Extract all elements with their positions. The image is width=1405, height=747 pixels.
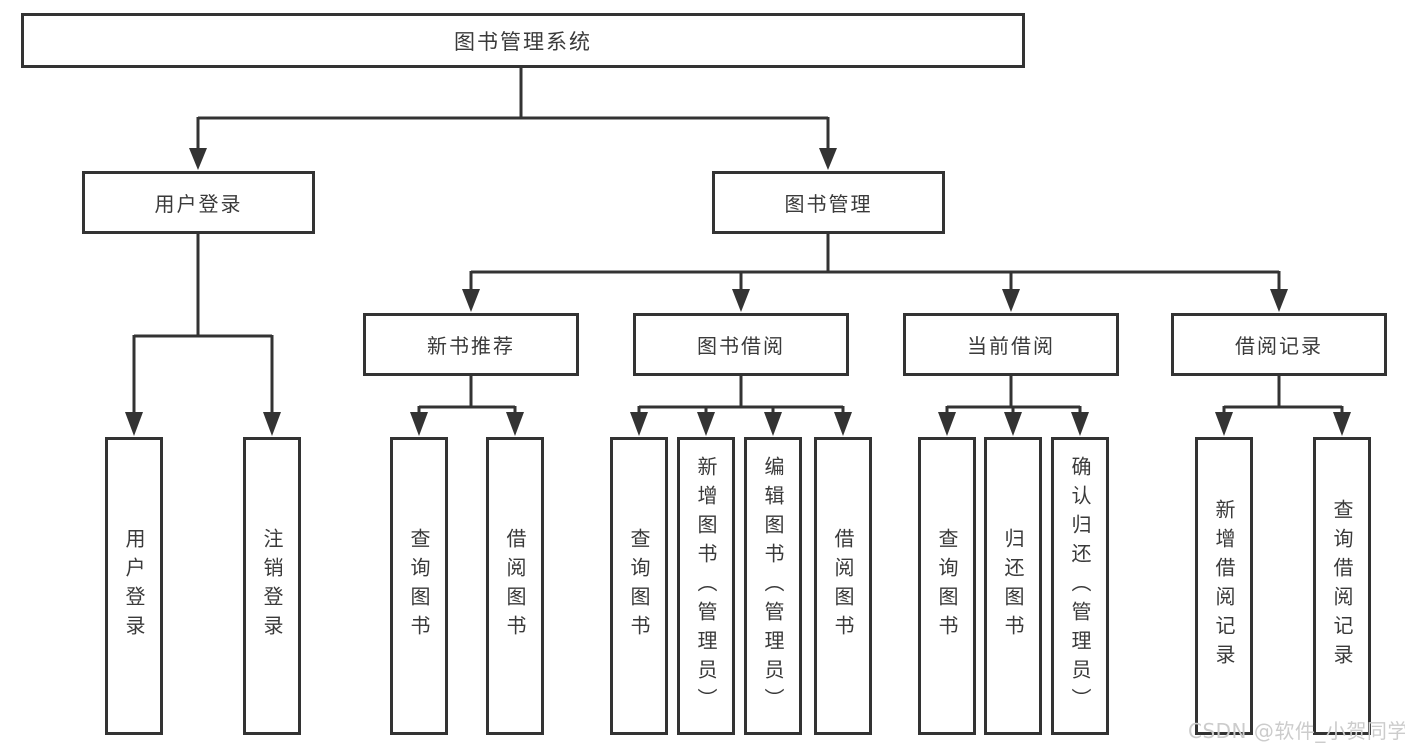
leaf-label: 查询借阅记录: [1330, 499, 1354, 673]
node-root: 图书管理系统: [21, 13, 1025, 68]
node-label: 图书管理系统: [454, 29, 592, 54]
node-book-management: 图书管理: [712, 171, 945, 234]
leaf-user-login: 用户登录: [105, 437, 163, 735]
node-current-borrow: 当前借阅: [903, 313, 1119, 376]
node-book-borrow: 图书借阅: [633, 313, 849, 376]
arrowheads: [125, 148, 1351, 436]
leaf-query-books-borrow: 查询图书: [610, 437, 668, 735]
leaf-logout: 注销登录: [243, 437, 301, 735]
leaf-label: 查询图书: [407, 528, 431, 644]
leaf-edit-book-admin: 编辑图书（管理员）: [744, 437, 802, 735]
leaf-return-book: 归还图书: [984, 437, 1042, 735]
node-borrow-records: 借阅记录: [1171, 313, 1387, 376]
node-label: 用户登录: [154, 192, 243, 216]
leaf-query-books-recommend: 查询图书: [390, 437, 448, 735]
leaf-borrow-books-recommend: 借阅图书: [486, 437, 544, 735]
leaf-label: 新增图书（管理员）: [694, 455, 718, 717]
leaf-query-borrow-record: 查询借阅记录: [1313, 437, 1371, 735]
leaf-label: 新增借阅记录: [1212, 499, 1236, 673]
leaf-label: 查询图书: [627, 528, 651, 644]
leaf-label: 确认归还（管理员）: [1068, 455, 1092, 717]
node-new-book-recommend: 新书推荐: [363, 313, 579, 376]
leaf-label: 归还图书: [1001, 528, 1025, 644]
leaf-label: 查询图书: [935, 528, 959, 644]
node-label: 图书管理: [784, 192, 873, 216]
leaf-query-books-current: 查询图书: [918, 437, 976, 735]
leaf-confirm-return-admin: 确认归还（管理员）: [1051, 437, 1109, 735]
node-user-login: 用户登录: [82, 171, 315, 234]
leaf-label: 借阅图书: [503, 528, 527, 644]
leaf-borrow-books: 借阅图书: [814, 437, 872, 735]
leaf-label: 编辑图书（管理员）: [761, 455, 785, 717]
leaf-add-book-admin: 新增图书（管理员）: [677, 437, 735, 735]
leaf-label: 用户登录: [122, 528, 146, 644]
leaf-add-borrow-record: 新增借阅记录: [1195, 437, 1253, 735]
node-label: 借阅记录: [1235, 334, 1323, 358]
leaf-label: 借阅图书: [831, 528, 855, 644]
node-label: 新书推荐: [427, 334, 515, 358]
node-label: 当前借阅: [967, 334, 1055, 358]
node-label: 图书借阅: [697, 334, 785, 358]
watermark: CSDN @软件_小贺同学: [1188, 719, 1405, 743]
leaf-label: 注销登录: [260, 528, 284, 644]
